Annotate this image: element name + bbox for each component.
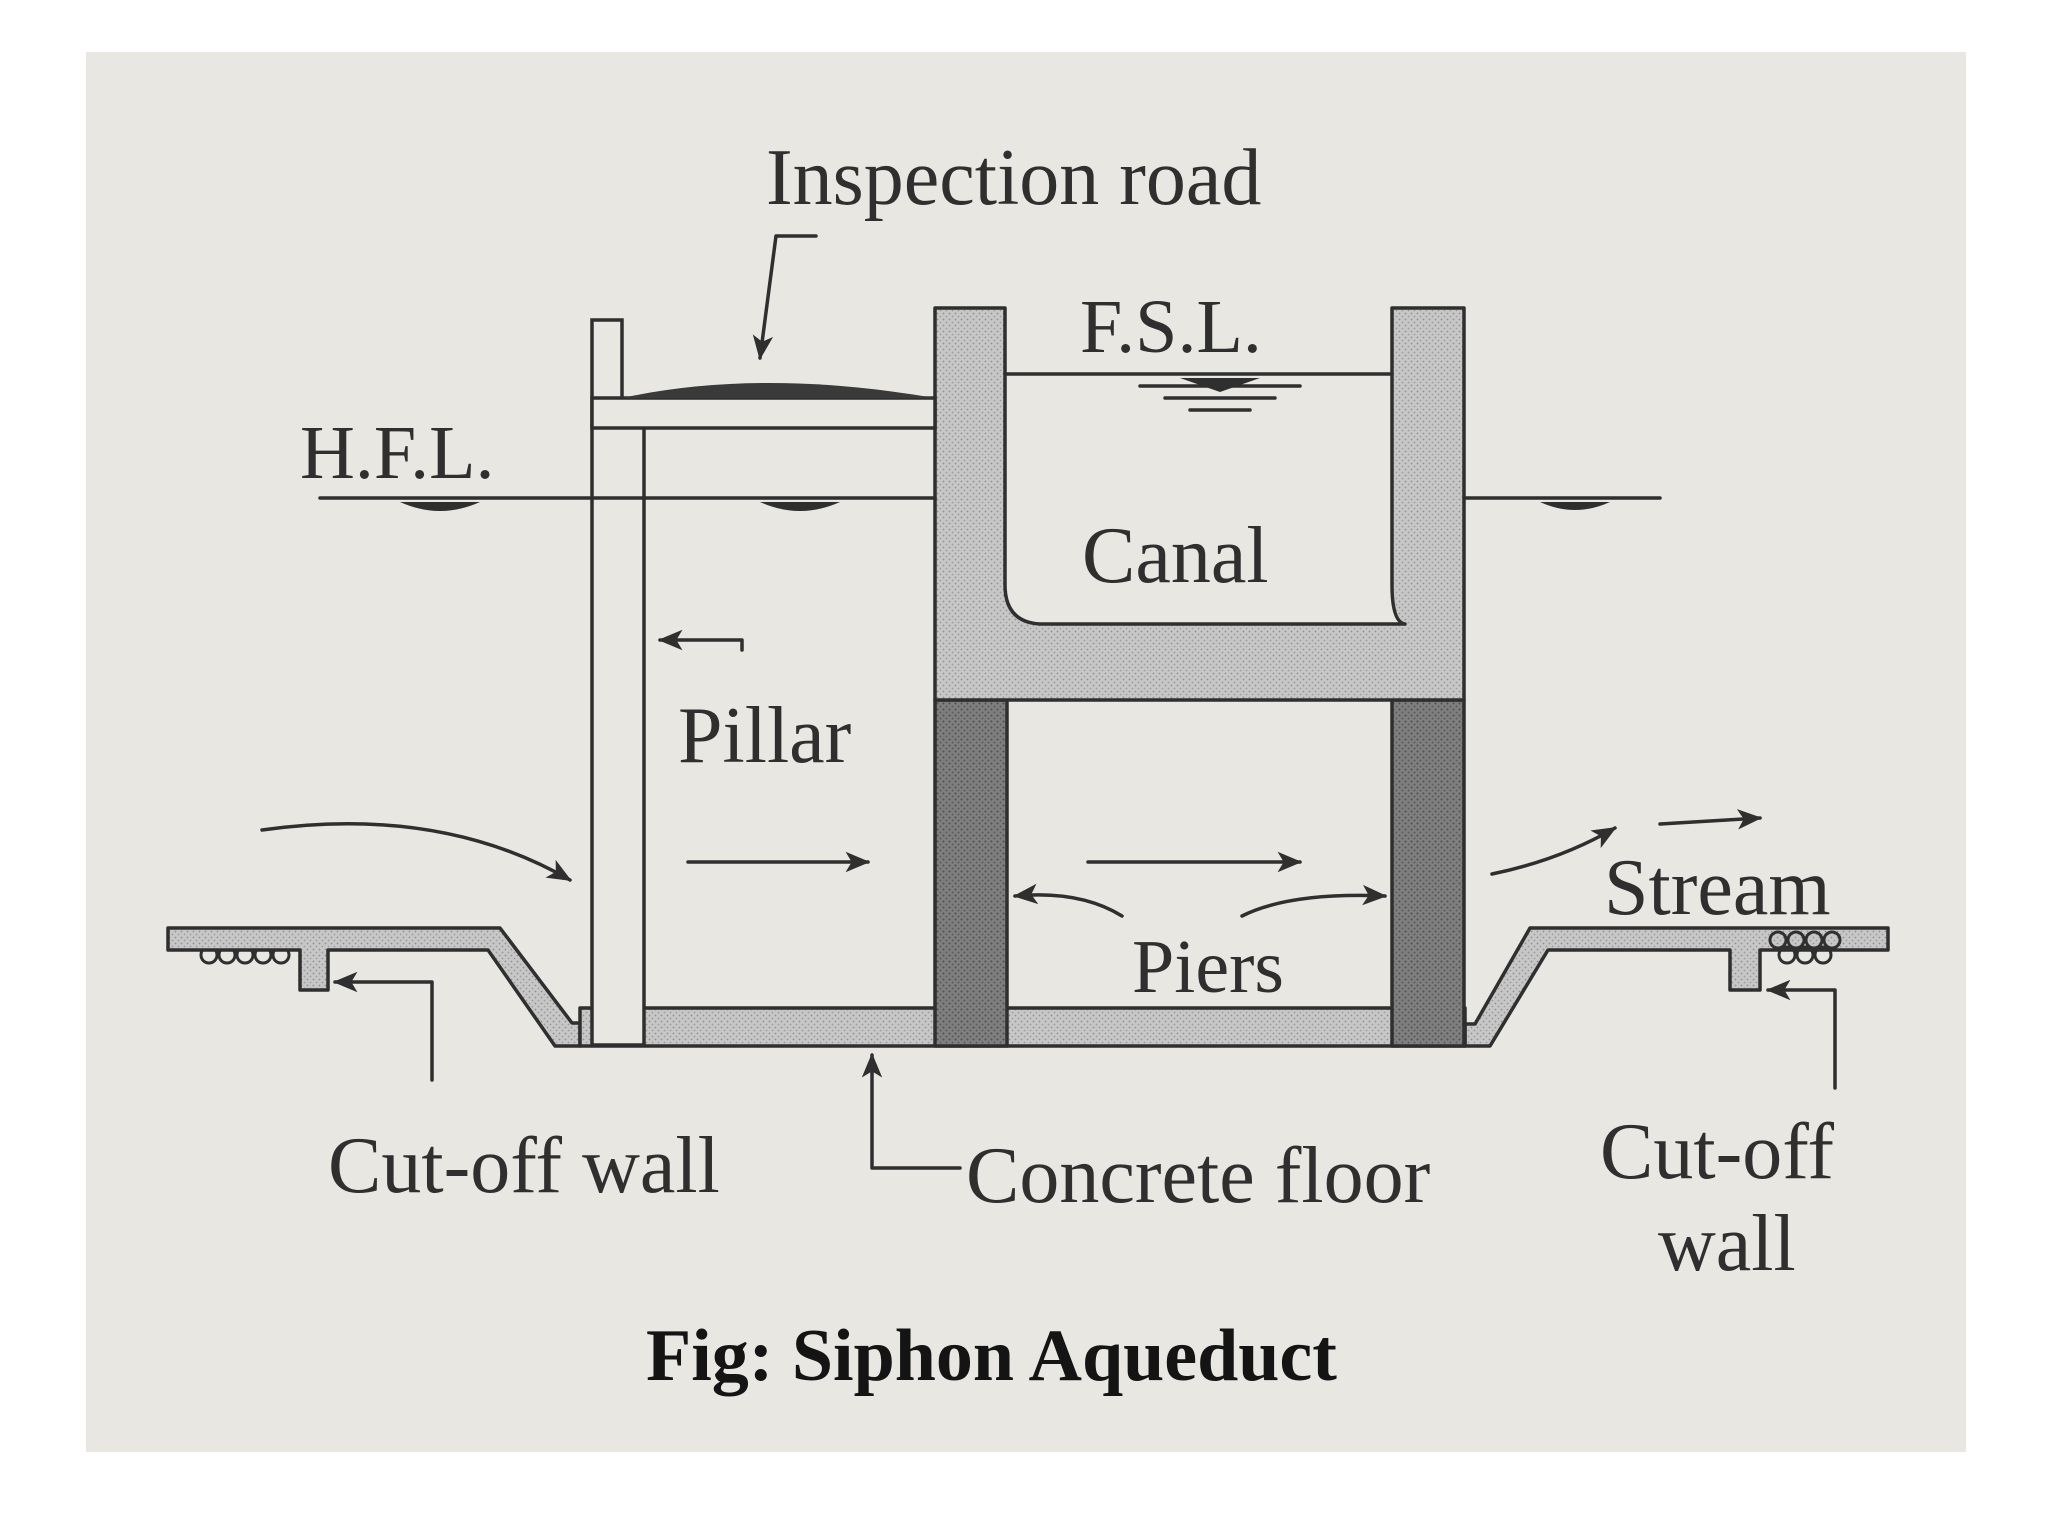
right-bank-apron (1463, 926, 1890, 1048)
label-piers: Piers (1132, 925, 1284, 1009)
label-concrete-floor: Concrete floor (966, 1132, 1430, 1220)
label-inspection-road: Inspection road (766, 134, 1261, 222)
inspection-road-deck (590, 396, 937, 430)
figure-caption: Fig: Siphon Aqueduct (646, 1315, 1337, 1397)
right-pier (1390, 698, 1466, 1048)
label-pillar: Pillar (678, 692, 851, 780)
annotation-arrows (260, 234, 1837, 1170)
right-bank-pebbles (1768, 930, 1842, 965)
canal-trough (933, 306, 1466, 702)
fsl-water-line (1003, 372, 1394, 412)
label-cutoff-wall-left: Cut-off wall (328, 1122, 720, 1210)
pillar (590, 423, 646, 1047)
hfl-water-line (318, 496, 1662, 511)
road-surface (622, 383, 935, 398)
label-stream: Stream (1604, 844, 1831, 932)
label-fsl: F.S.L. (1080, 285, 1262, 369)
channel-bed (166, 926, 1890, 1048)
left-bank-apron (166, 926, 582, 1048)
left-pier (933, 698, 1009, 1048)
label-hfl: H.F.L. (300, 411, 495, 495)
concrete-floor-slab (578, 1006, 1467, 1048)
label-cutoff-wall-right-line2: wall (1658, 1200, 1796, 1288)
label-cutoff-wall-right-line1: Cut-off (1600, 1108, 1834, 1196)
paper-background (86, 52, 1966, 1452)
label-canal: Canal (1082, 512, 1269, 600)
